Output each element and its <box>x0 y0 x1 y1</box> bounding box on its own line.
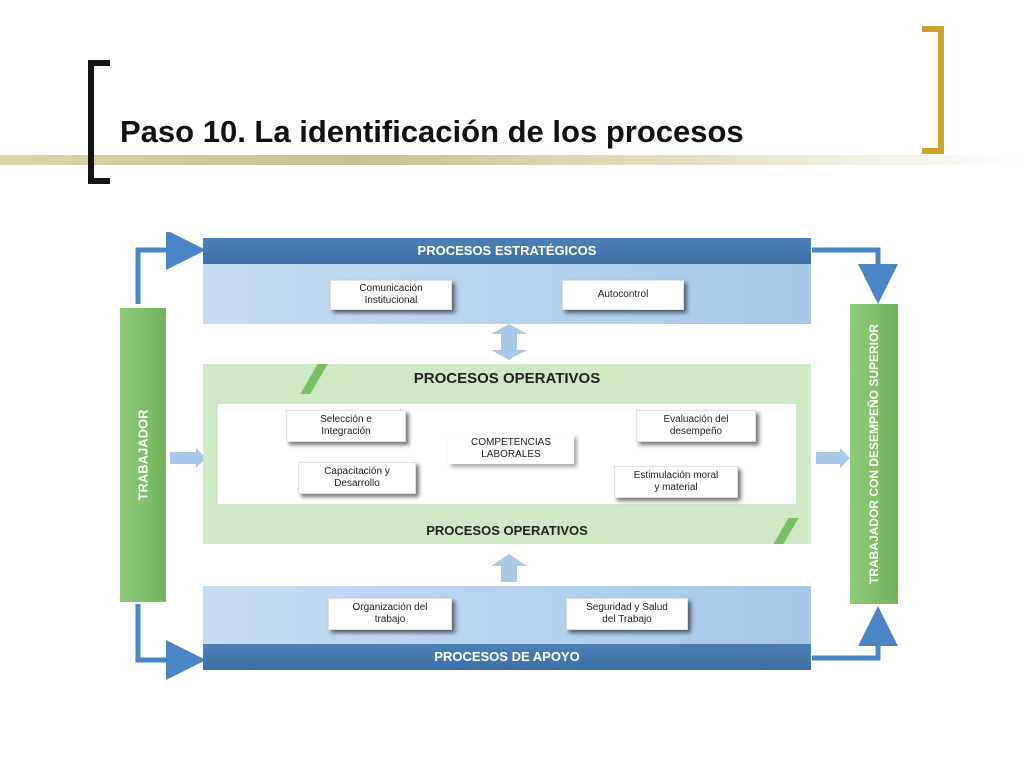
arrow-left-top <box>135 232 206 304</box>
diagram-arrows <box>135 232 898 680</box>
arrow-left-bottom <box>135 604 206 680</box>
arrow-apoyo-operativos <box>491 554 527 582</box>
arrow-right-top <box>812 247 898 304</box>
estrategicos-panel <box>203 264 811 324</box>
right-bar-trabajador-desempeno-superior: TRABAJADOR CON DESEMPEÑO SUPERIOR <box>850 304 898 604</box>
slide-title: Paso 10. La identificación de los proces… <box>120 114 744 149</box>
left-bracket <box>88 60 110 184</box>
title-underline-band <box>0 155 1024 165</box>
apoyo-panel <box>203 586 811 644</box>
right-bracket <box>922 26 944 154</box>
box-autocontrol: Autocontrol <box>562 280 684 310</box>
arrow-estrategicos-operativos <box>491 324 527 360</box>
operativos-header-top: PROCESOS OPERATIVOS <box>203 364 811 394</box>
left-bar-trabajador: TRABAJADOR <box>120 308 166 602</box>
operativos-header-bottom: PROCESOS OPERATIVOS <box>203 518 811 544</box>
apoyo-header: PROCESOS DE APOYO <box>203 644 811 670</box>
arrow-right-bottom <box>812 606 898 661</box>
estrategicos-header: PROCESOS ESTRATÉGICOS <box>203 238 811 264</box>
